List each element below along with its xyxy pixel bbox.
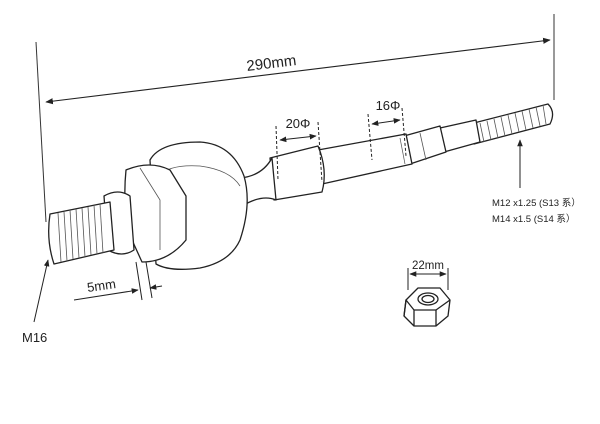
dimension-5mm-label: 5mm — [86, 276, 117, 295]
dimension-20 — [275, 121, 323, 183]
dimension-16-label: 16Φ — [376, 98, 401, 113]
transition-section — [439, 119, 481, 153]
neck — [239, 157, 277, 207]
dimension-16 — [367, 107, 407, 161]
tie-rod — [48, 103, 554, 270]
lock-nut — [403, 287, 451, 327]
m16-label: M16 — [22, 330, 47, 345]
extension-line-left — [35, 41, 47, 223]
left-thread — [48, 201, 115, 265]
right-thread-label-s13: M12 x1.25 (S13 系） — [492, 197, 581, 209]
dimension-5mm — [73, 261, 163, 301]
shaft-16 — [317, 133, 413, 185]
overall-length-arrow — [45, 37, 551, 105]
dimension-22mm-label: 22mm — [412, 260, 444, 272]
right-thread-lines — [479, 104, 547, 143]
overall-length-label: 290mm — [246, 52, 298, 75]
right-thread-label-s14: M14 x1.5 (S14 系） — [492, 213, 575, 225]
right-thread — [469, 103, 554, 145]
left-thread-lines — [57, 203, 104, 263]
shaft-20 — [269, 145, 325, 201]
dimension-22mm — [407, 268, 449, 290]
dimension-20-label: 20Φ — [286, 116, 311, 131]
m16-leader — [33, 259, 50, 323]
